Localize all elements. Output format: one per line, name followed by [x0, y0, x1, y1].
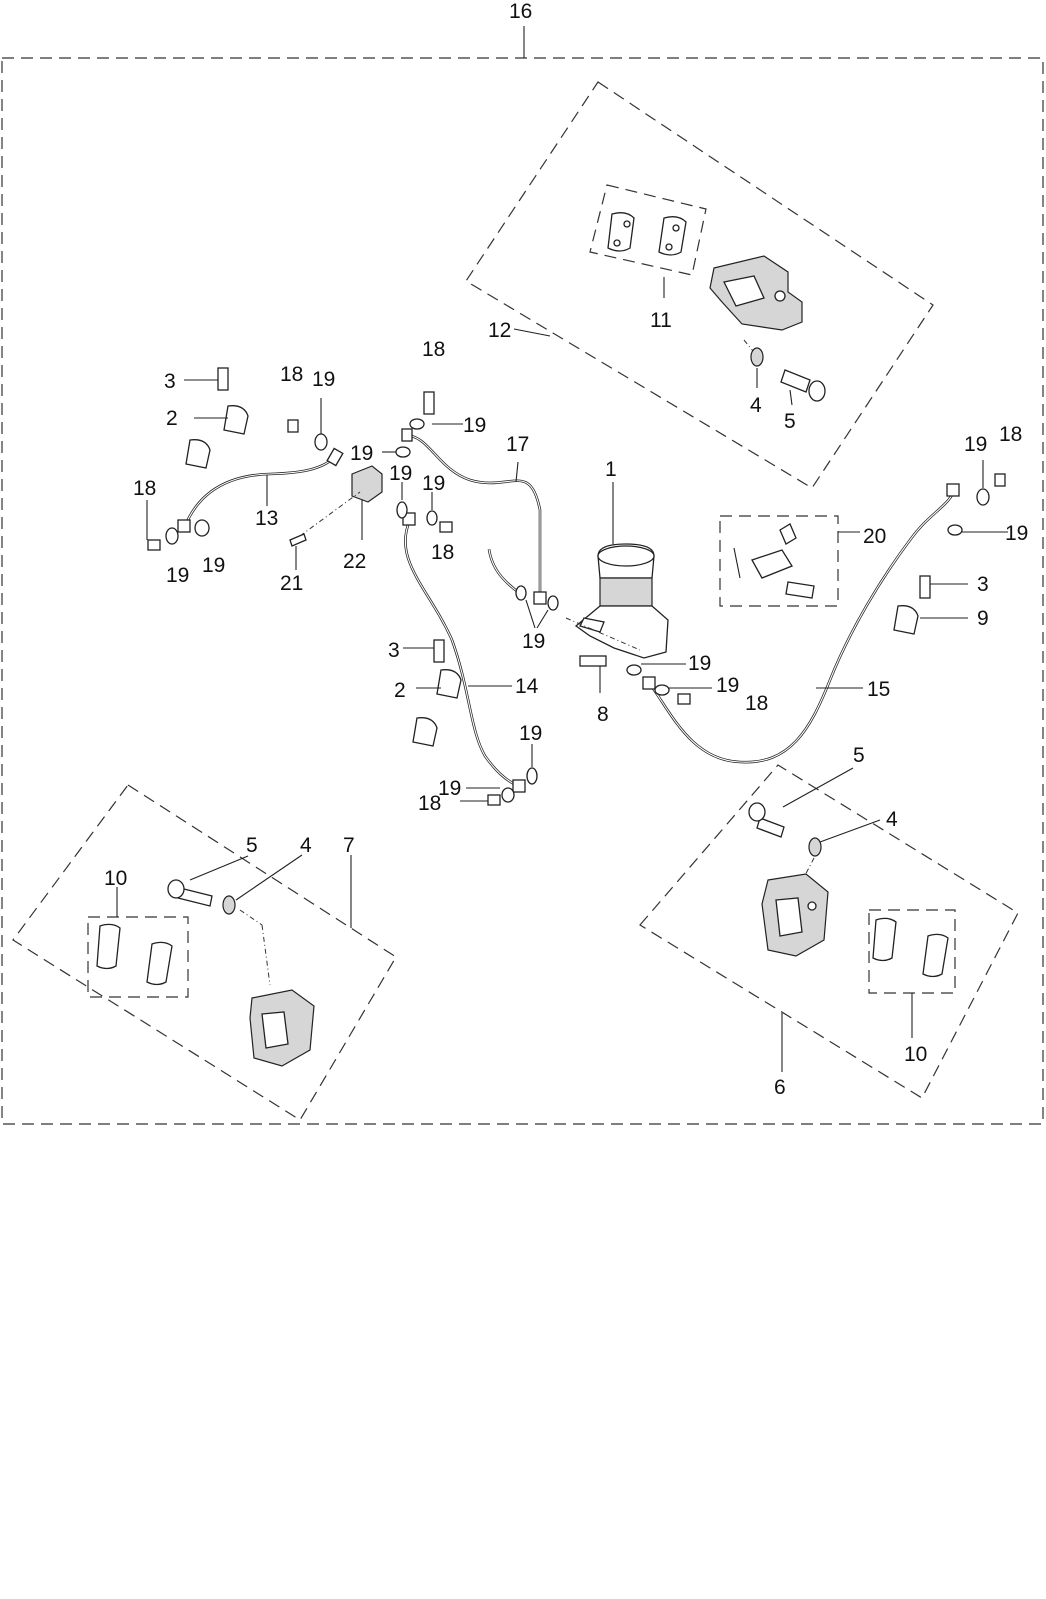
callout-19: 19 — [688, 652, 711, 675]
callout-7: 7 — [343, 834, 355, 857]
kit-frame — [1, 26, 1044, 1125]
callout-5: 5 — [853, 744, 865, 767]
callout-8: 8 — [597, 703, 609, 726]
front-right-caliper-group — [639, 764, 1019, 1099]
callout-19: 19 — [422, 472, 445, 495]
callout-19: 19 — [964, 433, 987, 456]
callout-12: 12 — [488, 319, 511, 342]
callout-18: 18 — [999, 423, 1022, 446]
brake-hoses — [177, 428, 960, 793]
callout-15: 15 — [867, 678, 890, 701]
callout-19: 19 — [519, 722, 542, 745]
callout-18: 18 — [422, 338, 445, 361]
callout-21: 21 — [280, 572, 303, 595]
hose-splitter — [289, 465, 383, 570]
callout-3: 3 — [977, 573, 989, 596]
callout-3: 3 — [164, 370, 176, 393]
callout-19: 19 — [389, 462, 412, 485]
callout-5: 5 — [784, 410, 796, 433]
callout-14: 14 — [515, 675, 539, 698]
callout-19: 19 — [522, 630, 545, 653]
callout-9: 9 — [977, 607, 989, 630]
callout-4: 4 — [886, 808, 898, 831]
callout-19: 19 — [438, 777, 461, 800]
callout-19: 19 — [463, 414, 486, 437]
front-left-caliper-group — [12, 784, 397, 1121]
callout-10: 10 — [104, 867, 127, 890]
callout-2: 2 — [394, 679, 406, 702]
callout-16: 16 — [509, 0, 532, 23]
callout-4: 4 — [300, 834, 312, 857]
callout-19: 19 — [202, 554, 225, 577]
callout-18: 18 — [280, 363, 303, 386]
callout-19: 19 — [1005, 522, 1028, 545]
callout-19: 19 — [312, 368, 335, 391]
callout-6: 6 — [774, 1076, 786, 1099]
callout-18: 18 — [745, 692, 768, 715]
callout-18: 18 — [431, 541, 454, 564]
callout-17: 17 — [506, 433, 529, 456]
callout-19: 19 — [350, 442, 373, 465]
callout-1: 1 — [605, 458, 617, 481]
callout-19: 19 — [166, 564, 189, 587]
callout-20: 20 — [863, 525, 886, 548]
callout-22: 22 — [343, 550, 366, 573]
rear-caliper-group — [465, 81, 934, 489]
callout-4: 4 — [750, 394, 762, 417]
callout-18: 18 — [418, 792, 441, 815]
master-cylinder — [565, 482, 669, 659]
callout-18: 18 — [133, 477, 156, 500]
small-hardware — [146, 367, 1008, 806]
callout-19: 19 — [716, 674, 739, 697]
callout-10: 10 — [904, 1043, 927, 1066]
callout-2: 2 — [166, 407, 178, 430]
callout-13: 13 — [255, 507, 278, 530]
callout-5: 5 — [246, 834, 258, 857]
callout-3: 3 — [388, 639, 400, 662]
callout-11: 11 — [650, 309, 672, 332]
part-callouts: 16 12 11 4 5 18 19 17 19 19 3 18 19 2 13… — [104, 0, 1028, 1099]
